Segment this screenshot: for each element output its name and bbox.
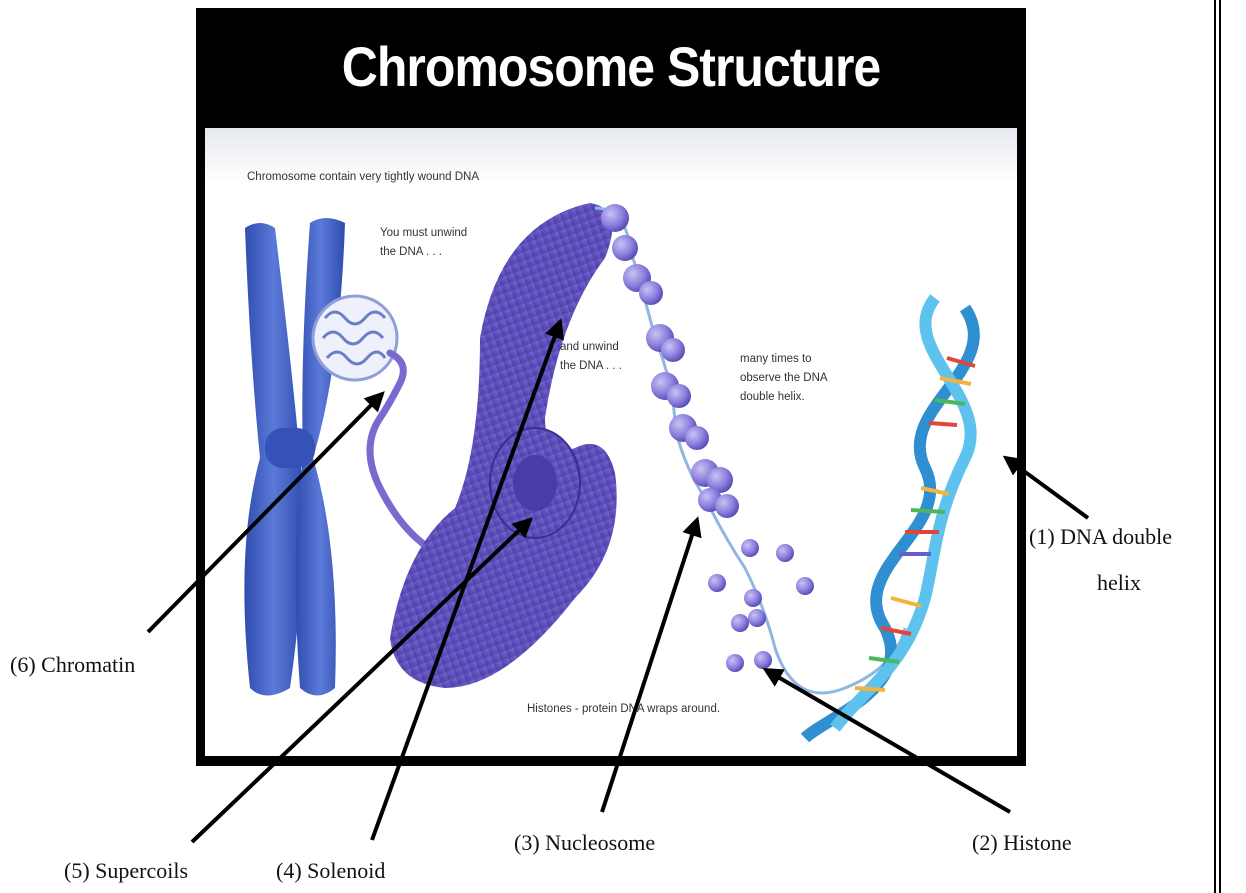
arrow-nucleosome	[602, 520, 697, 812]
label-dna-double-helix-line2: helix	[1097, 568, 1141, 598]
label-dna-double-helix-line1: (1) DNA double	[1029, 522, 1172, 552]
arrow-histone	[766, 670, 1010, 812]
label-supercoils: (5) Supercoils	[64, 856, 188, 886]
label-chromatin: (6) Chromatin	[10, 650, 135, 680]
arrow-supercoils	[192, 520, 530, 842]
label-nucleosome: (3) Nucleosome	[514, 828, 655, 858]
arrow-chromatin	[148, 394, 382, 632]
label-solenoid: (4) Solenoid	[276, 856, 385, 886]
arrow-dna-helix	[1006, 458, 1088, 518]
label-histone: (2) Histone	[972, 828, 1072, 858]
